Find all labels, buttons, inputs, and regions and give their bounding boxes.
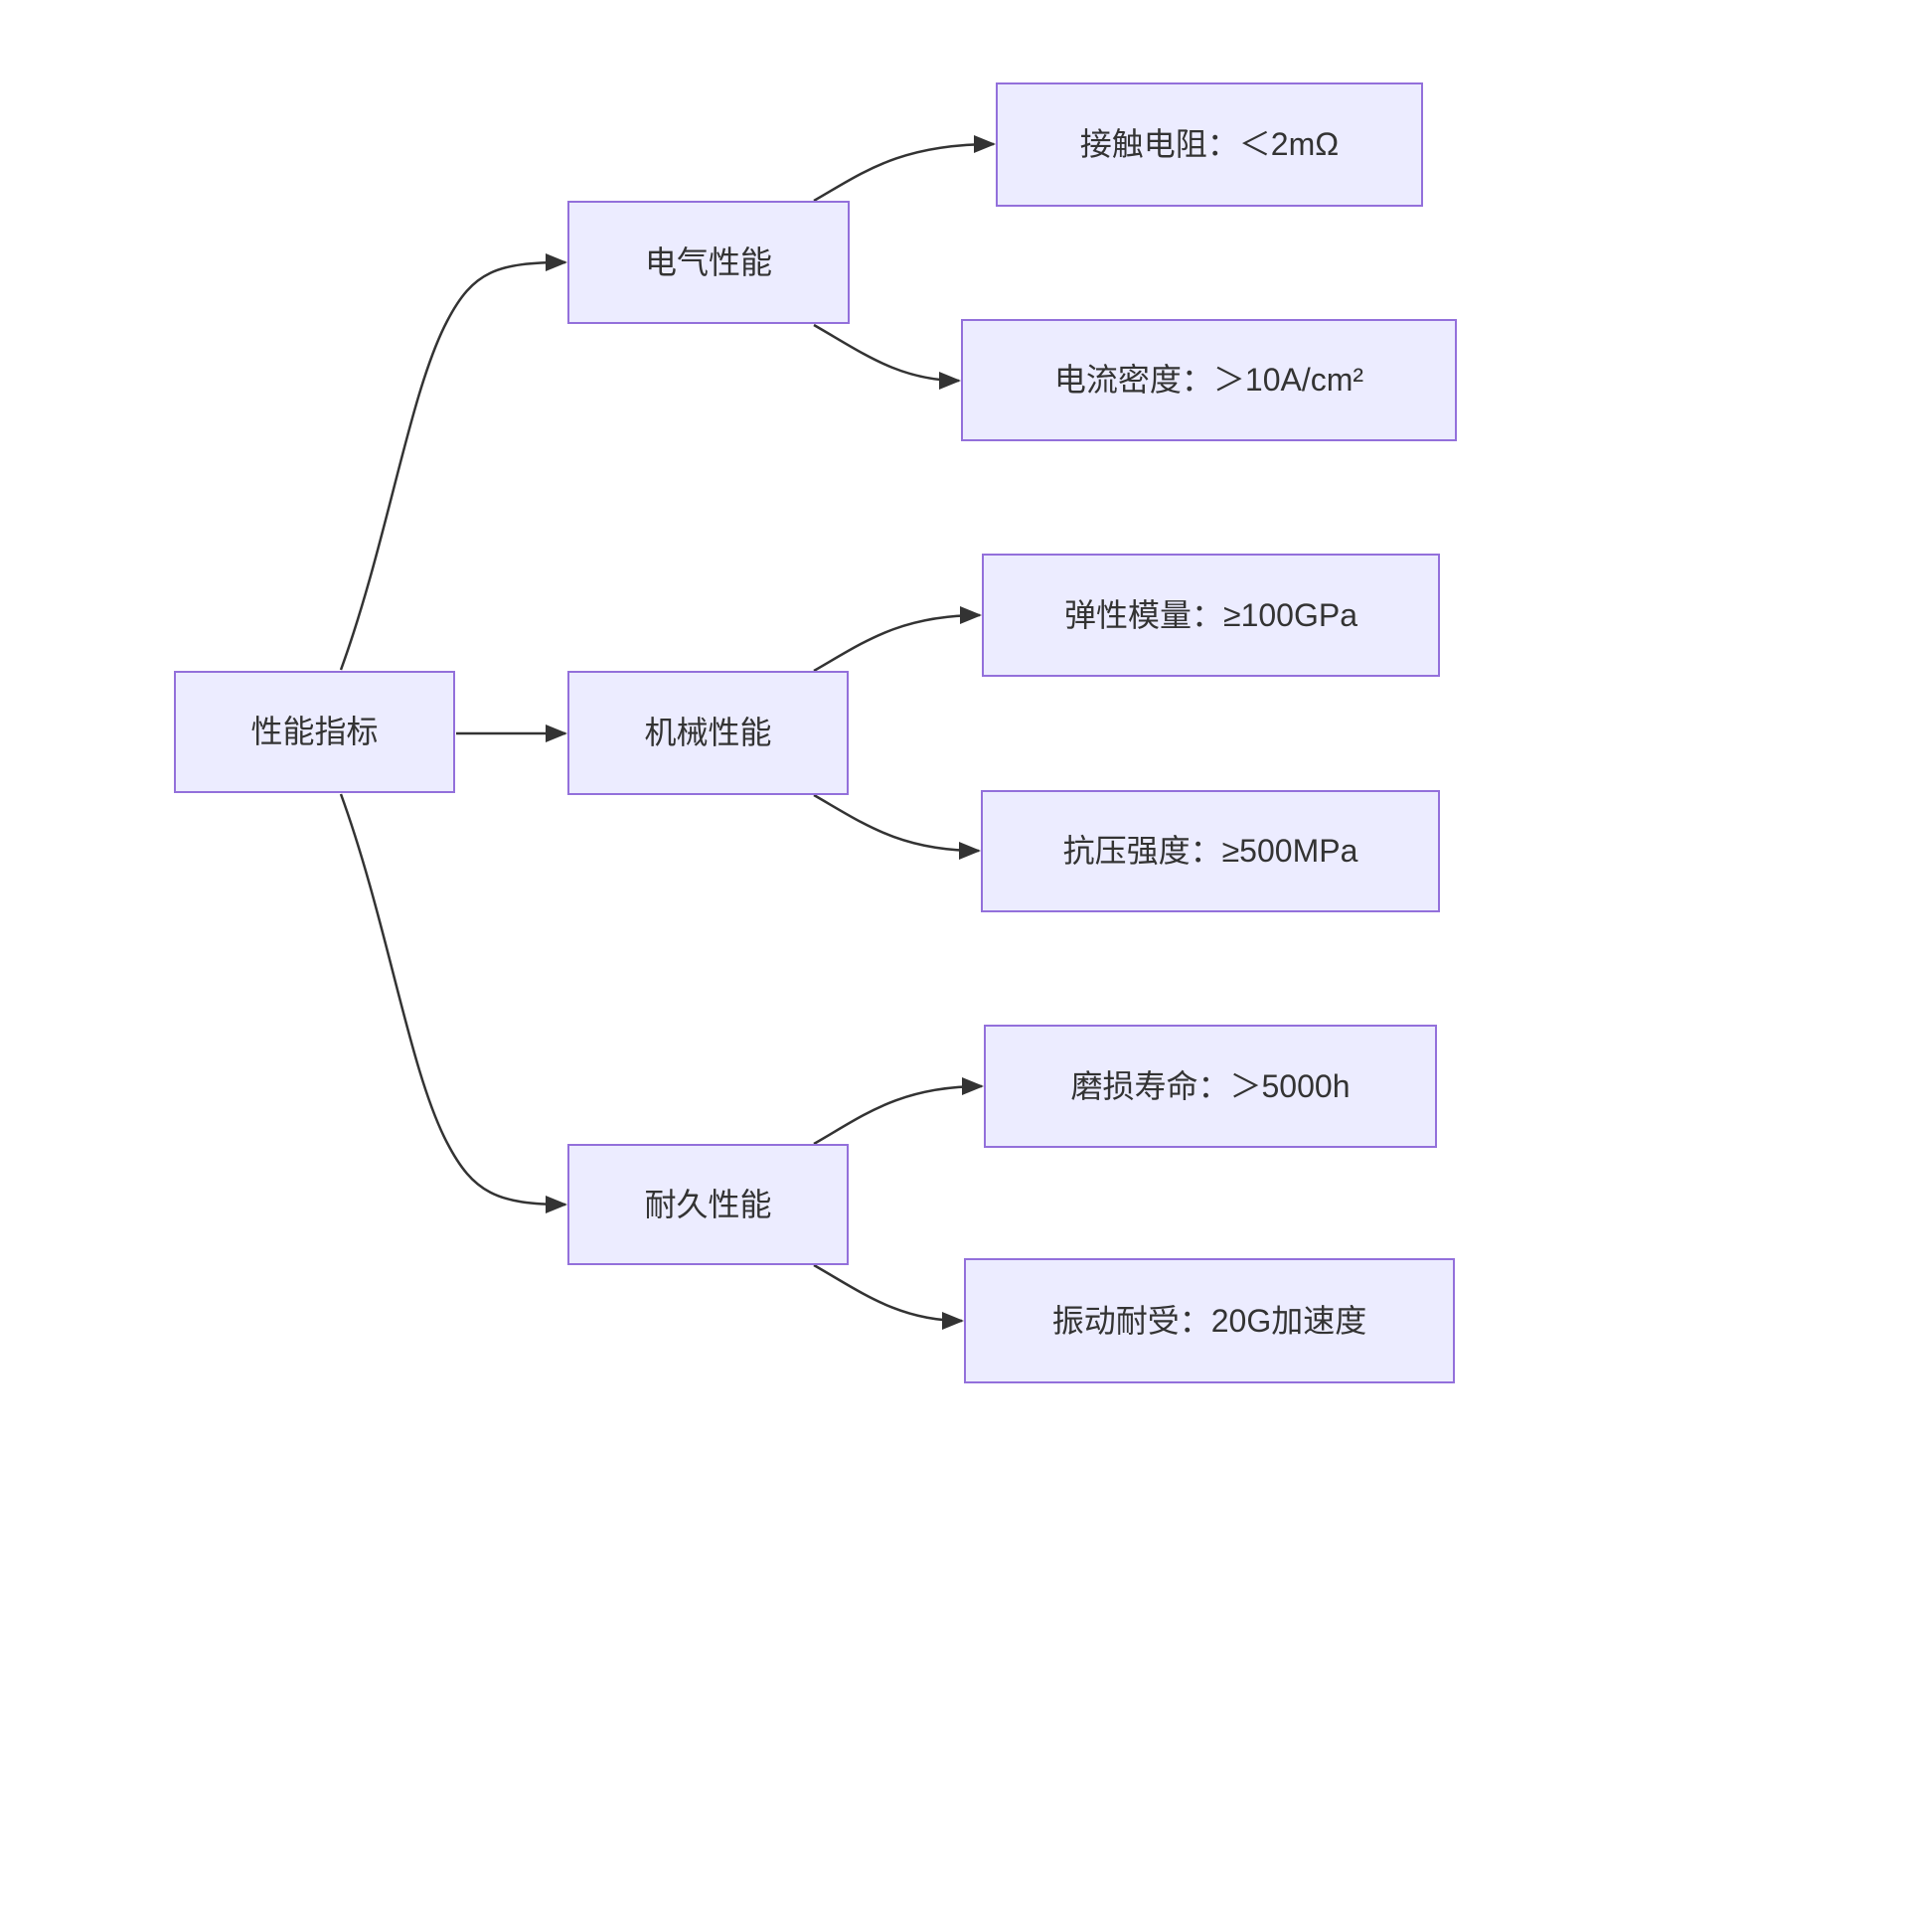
node-wear-life-label: 磨损寿命：＞5000h: [1070, 1067, 1351, 1104]
node-elastic-modulus: 弹性模量：≥100GPa: [982, 554, 1440, 677]
edge-durability-to-vibration-endurance: [813, 1263, 964, 1330]
node-compressive-strength-label: 抗压强度：≥500MPa: [1062, 833, 1358, 870]
node-elastic-modulus-label: 弹性模量：≥100GPa: [1064, 596, 1357, 633]
edge-mechanical-to-elastic-modulus: [813, 606, 982, 673]
node-vibration-endurance: 振动耐受：20G加速度: [964, 1258, 1455, 1383]
edge-root-to-durability: [339, 793, 567, 1213]
node-mechanical-performance: 机械性能: [567, 671, 849, 795]
node-contact-resistance: 接触电阻：＜2mΩ: [996, 82, 1423, 207]
node-vibration-endurance-label: 振动耐受：20G加速度: [1051, 1302, 1367, 1339]
node-electrical-performance: 电气性能: [567, 201, 850, 324]
node-performance-metrics-label: 性能指标: [250, 714, 379, 750]
node-current-density-label: 电流密度：＞10A/cm²: [1053, 362, 1364, 399]
edge-durability-to-wear-life: [813, 1077, 984, 1146]
node-electrical-performance-label: 电气性能: [644, 243, 772, 280]
edge-mechanical-to-compressive-strength: [813, 793, 981, 860]
node-mechanical-performance-label: 机械性能: [644, 715, 772, 751]
edge-electrical-to-current-density: [813, 323, 961, 390]
node-current-density: 电流密度：＞10A/cm²: [961, 319, 1457, 441]
node-durability-performance: 耐久性能: [567, 1144, 849, 1265]
edge-root-to-electrical: [339, 253, 567, 671]
node-contact-resistance-label: 接触电阻：＜2mΩ: [1079, 126, 1340, 163]
node-wear-life: 磨损寿命：＞5000h: [984, 1025, 1437, 1148]
node-performance-metrics: 性能指标: [174, 671, 455, 793]
node-compressive-strength: 抗压强度：≥500MPa: [981, 790, 1440, 912]
edge-electrical-to-contact-resistance: [813, 135, 996, 203]
node-durability-performance-label: 耐久性能: [644, 1186, 772, 1222]
